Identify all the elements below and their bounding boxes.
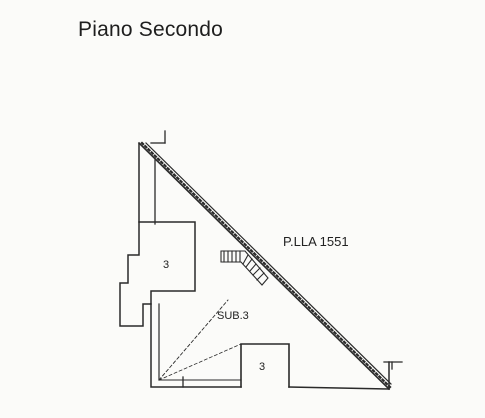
sloped-wall-inner [145,142,392,385]
room-lower-number: 3 [259,361,265,373]
lower-left-wall [150,303,242,388]
bottom-wall [288,386,390,390]
section-marker-right [383,361,403,370]
sub-area-dashed-line [158,299,229,381]
floor-title: Piano Secondo [78,18,224,41]
room-lower-outline [240,343,290,388]
sub-label: SUB.3 [217,310,249,322]
sub-area-dashed-line-lower [158,343,242,381]
section-marker-top [150,130,166,144]
sloped-wall-hatch [140,141,392,389]
staircase [220,250,269,286]
sloped-wall-outer [137,141,391,391]
room-upper-outline [119,221,196,327]
parcel-label: P.LLA 1551 [283,234,349,249]
room-upper-number: 3 [163,259,169,271]
